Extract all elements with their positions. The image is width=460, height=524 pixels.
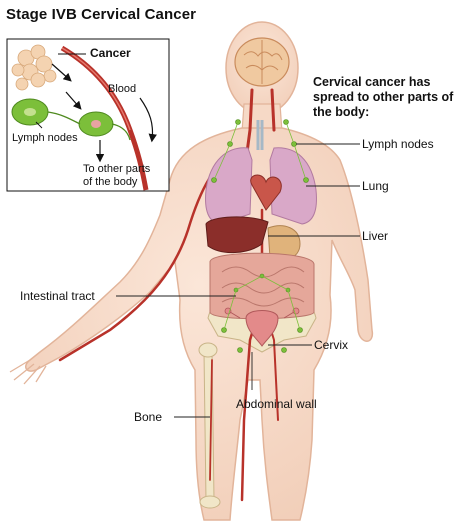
label-bone: Bone — [134, 411, 162, 424]
inset-label-to-other-parts-1: To other parts — [83, 163, 150, 175]
inset-label-blood: Blood — [108, 83, 136, 95]
brain-illustration — [235, 38, 289, 86]
label-lung: Lung — [362, 180, 389, 193]
inset-label-lymph-nodes: Lymph nodes — [12, 132, 78, 144]
inset-label-to-other-parts-2: of the body — [83, 176, 137, 188]
label-abdominal-wall: Abdominal wall — [236, 398, 317, 411]
label-liver: Liver — [362, 230, 388, 243]
label-lymph-nodes: Lymph nodes — [362, 138, 434, 151]
label-cervix: Cervix — [314, 339, 348, 352]
page-title: Stage IVB Cervical Cancer — [6, 6, 196, 23]
inset-label-cancer: Cancer — [90, 47, 131, 59]
description-note: Cervical cancer has spread to other part… — [313, 75, 458, 120]
label-intestinal-tract: Intestinal tract — [20, 290, 95, 303]
